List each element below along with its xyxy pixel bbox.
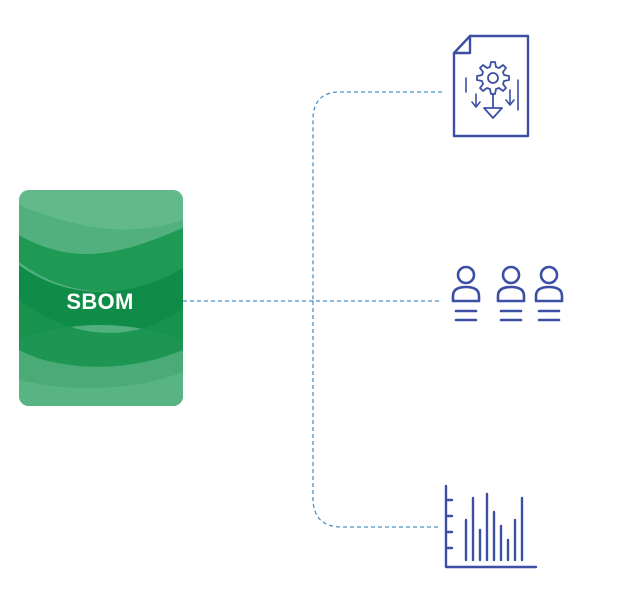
sbom-label: SBOM	[66, 289, 133, 314]
document-gear-icon	[452, 34, 530, 138]
bar-chart-icon	[444, 484, 538, 569]
connector-lines	[183, 91, 442, 528]
sbom-card: SBOM	[19, 190, 183, 406]
connector-top	[312, 91, 442, 301]
connector-bottom	[312, 301, 440, 528]
people-group-icon	[451, 265, 564, 322]
